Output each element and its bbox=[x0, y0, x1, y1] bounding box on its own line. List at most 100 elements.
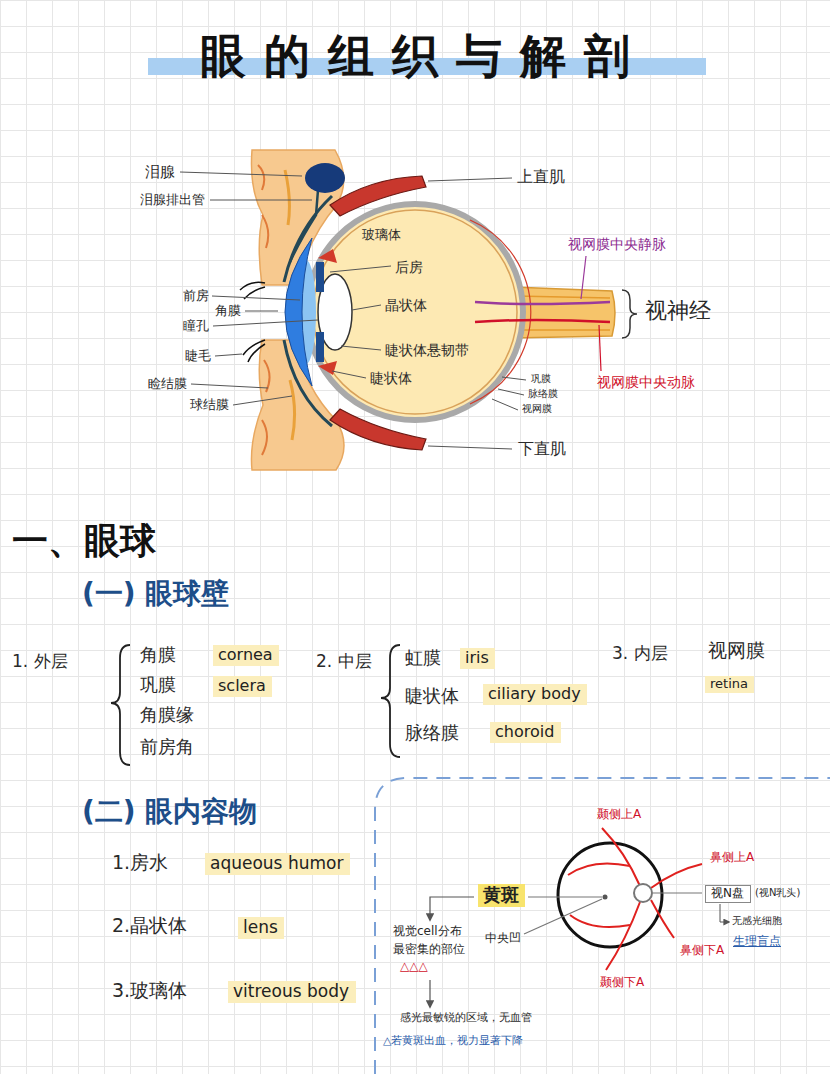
term: 视网膜 bbox=[708, 640, 765, 662]
part-label: 晶状体 bbox=[385, 297, 427, 313]
term: 睫状体 bbox=[405, 686, 459, 707]
panel-border bbox=[375, 778, 830, 1074]
part-label: 下直肌 bbox=[518, 440, 566, 458]
highlight-box: ciliary body bbox=[483, 684, 587, 705]
leader-line bbox=[653, 892, 702, 893]
node-text: 黄斑 bbox=[483, 885, 520, 906]
node-text: retina bbox=[710, 677, 749, 692]
iris-shape bbox=[316, 332, 324, 362]
list-heading: 3. 内层 bbox=[612, 644, 668, 664]
vessel-label: 颞侧下A bbox=[600, 976, 644, 990]
list-heading: 2. 中层 bbox=[316, 652, 372, 672]
retina-layer bbox=[470, 220, 531, 404]
highlight-box: vitreous body bbox=[228, 981, 356, 1003]
part-label: 角膜 bbox=[215, 304, 241, 319]
part-label: 睫毛 bbox=[185, 349, 211, 364]
leader-line bbox=[352, 305, 381, 310]
part-label: 球结膜 bbox=[190, 398, 229, 413]
vessel-label: 鼻侧上A bbox=[710, 851, 754, 865]
part-label: 玻璃体 bbox=[362, 228, 401, 243]
leader-line bbox=[215, 354, 242, 356]
note: 视觉cell分布 bbox=[393, 925, 462, 939]
leader-line bbox=[212, 296, 300, 300]
part-label: 脉络膜 bbox=[528, 388, 558, 400]
vessel bbox=[570, 915, 630, 927]
term: 角膜缘 bbox=[140, 705, 194, 726]
highlight-box: 黄斑 bbox=[478, 884, 525, 907]
leader-line bbox=[428, 178, 512, 181]
subsection-heading: (二) 眼内容物 bbox=[82, 796, 257, 828]
vessel-label: 颞侧上A bbox=[597, 808, 641, 822]
lacrimal-duct bbox=[290, 190, 318, 262]
nerve-sheath bbox=[515, 296, 610, 330]
section-heading: 一、眼球 bbox=[12, 520, 156, 561]
subsection-heading: (一) 眼球壁 bbox=[82, 578, 229, 610]
highlight-box: choroid bbox=[490, 722, 561, 743]
leader-line bbox=[502, 377, 526, 380]
vessel bbox=[606, 902, 640, 970]
highlight-box: iris bbox=[460, 648, 495, 669]
part-label: 视网膜 bbox=[522, 403, 552, 415]
vessel bbox=[602, 828, 640, 886]
lacrimal-gland bbox=[305, 163, 345, 193]
arrow bbox=[430, 897, 474, 920]
skin-hatch bbox=[258, 165, 270, 455]
leader-line bbox=[191, 384, 268, 388]
term: 角膜 bbox=[140, 645, 176, 666]
note: (视N乳头) bbox=[755, 887, 800, 899]
part-label: 中央凹 bbox=[485, 932, 521, 946]
term: 虹膜 bbox=[405, 648, 441, 669]
part-label: 睫状体 bbox=[370, 370, 412, 386]
highlight-box: sclera bbox=[213, 676, 272, 697]
vessel bbox=[568, 863, 630, 875]
leader-line bbox=[599, 325, 601, 371]
leader-line bbox=[341, 346, 381, 350]
term: 前房角 bbox=[140, 737, 194, 758]
iris-shape bbox=[316, 262, 324, 292]
term: 脉络膜 bbox=[405, 723, 459, 744]
part-label: 视神经 bbox=[645, 298, 711, 323]
leader-line bbox=[428, 446, 512, 449]
leader-line bbox=[581, 256, 586, 299]
conjunctiva bbox=[284, 196, 332, 426]
fundus-outline bbox=[558, 843, 662, 947]
part-label: 后房 bbox=[395, 259, 423, 275]
leader-line bbox=[245, 311, 278, 312]
node-text: iris bbox=[465, 649, 490, 667]
highlight-box: retina bbox=[705, 676, 754, 693]
node-text: ciliary body bbox=[488, 685, 582, 703]
part-label: 前房 bbox=[183, 289, 209, 304]
leader-line bbox=[498, 389, 524, 395]
vessel bbox=[651, 900, 674, 938]
page-title: 眼的组织与解剖 bbox=[0, 30, 830, 83]
highlight-box: 视N盘 bbox=[705, 885, 751, 903]
node-text: cornea bbox=[218, 646, 274, 664]
note: 无感光细胞 bbox=[732, 915, 782, 927]
brace bbox=[381, 645, 400, 757]
note: 感光最敏锐的区域，无血管 bbox=[400, 1012, 532, 1025]
node-text: 视N盘 bbox=[711, 887, 745, 901]
eyeball-sclera bbox=[307, 204, 523, 420]
leader-line bbox=[492, 399, 518, 410]
leader-line bbox=[210, 200, 312, 201]
fovea-dot bbox=[603, 895, 608, 900]
note: 最密集的部位 bbox=[393, 943, 465, 957]
part-label: 泪腺排出管 bbox=[140, 193, 205, 208]
vessel bbox=[651, 864, 702, 888]
eyelashes bbox=[240, 282, 265, 362]
node-text: lens bbox=[243, 918, 279, 938]
vessel-label: 鼻侧下A bbox=[680, 944, 724, 958]
node-text: vitreous body bbox=[233, 982, 351, 1002]
leader-line bbox=[330, 266, 391, 272]
optic-disc bbox=[634, 884, 652, 902]
leader-line bbox=[233, 396, 292, 405]
term: 1.房水 bbox=[112, 852, 168, 874]
term: 2.晶状体 bbox=[112, 915, 187, 937]
node-text: aqueous humor bbox=[210, 854, 345, 874]
central-artery bbox=[475, 320, 610, 322]
highlight-box: aqueous humor bbox=[205, 853, 350, 875]
arrow bbox=[429, 980, 430, 1007]
central-vein bbox=[475, 302, 610, 304]
leader-line bbox=[524, 899, 602, 934]
